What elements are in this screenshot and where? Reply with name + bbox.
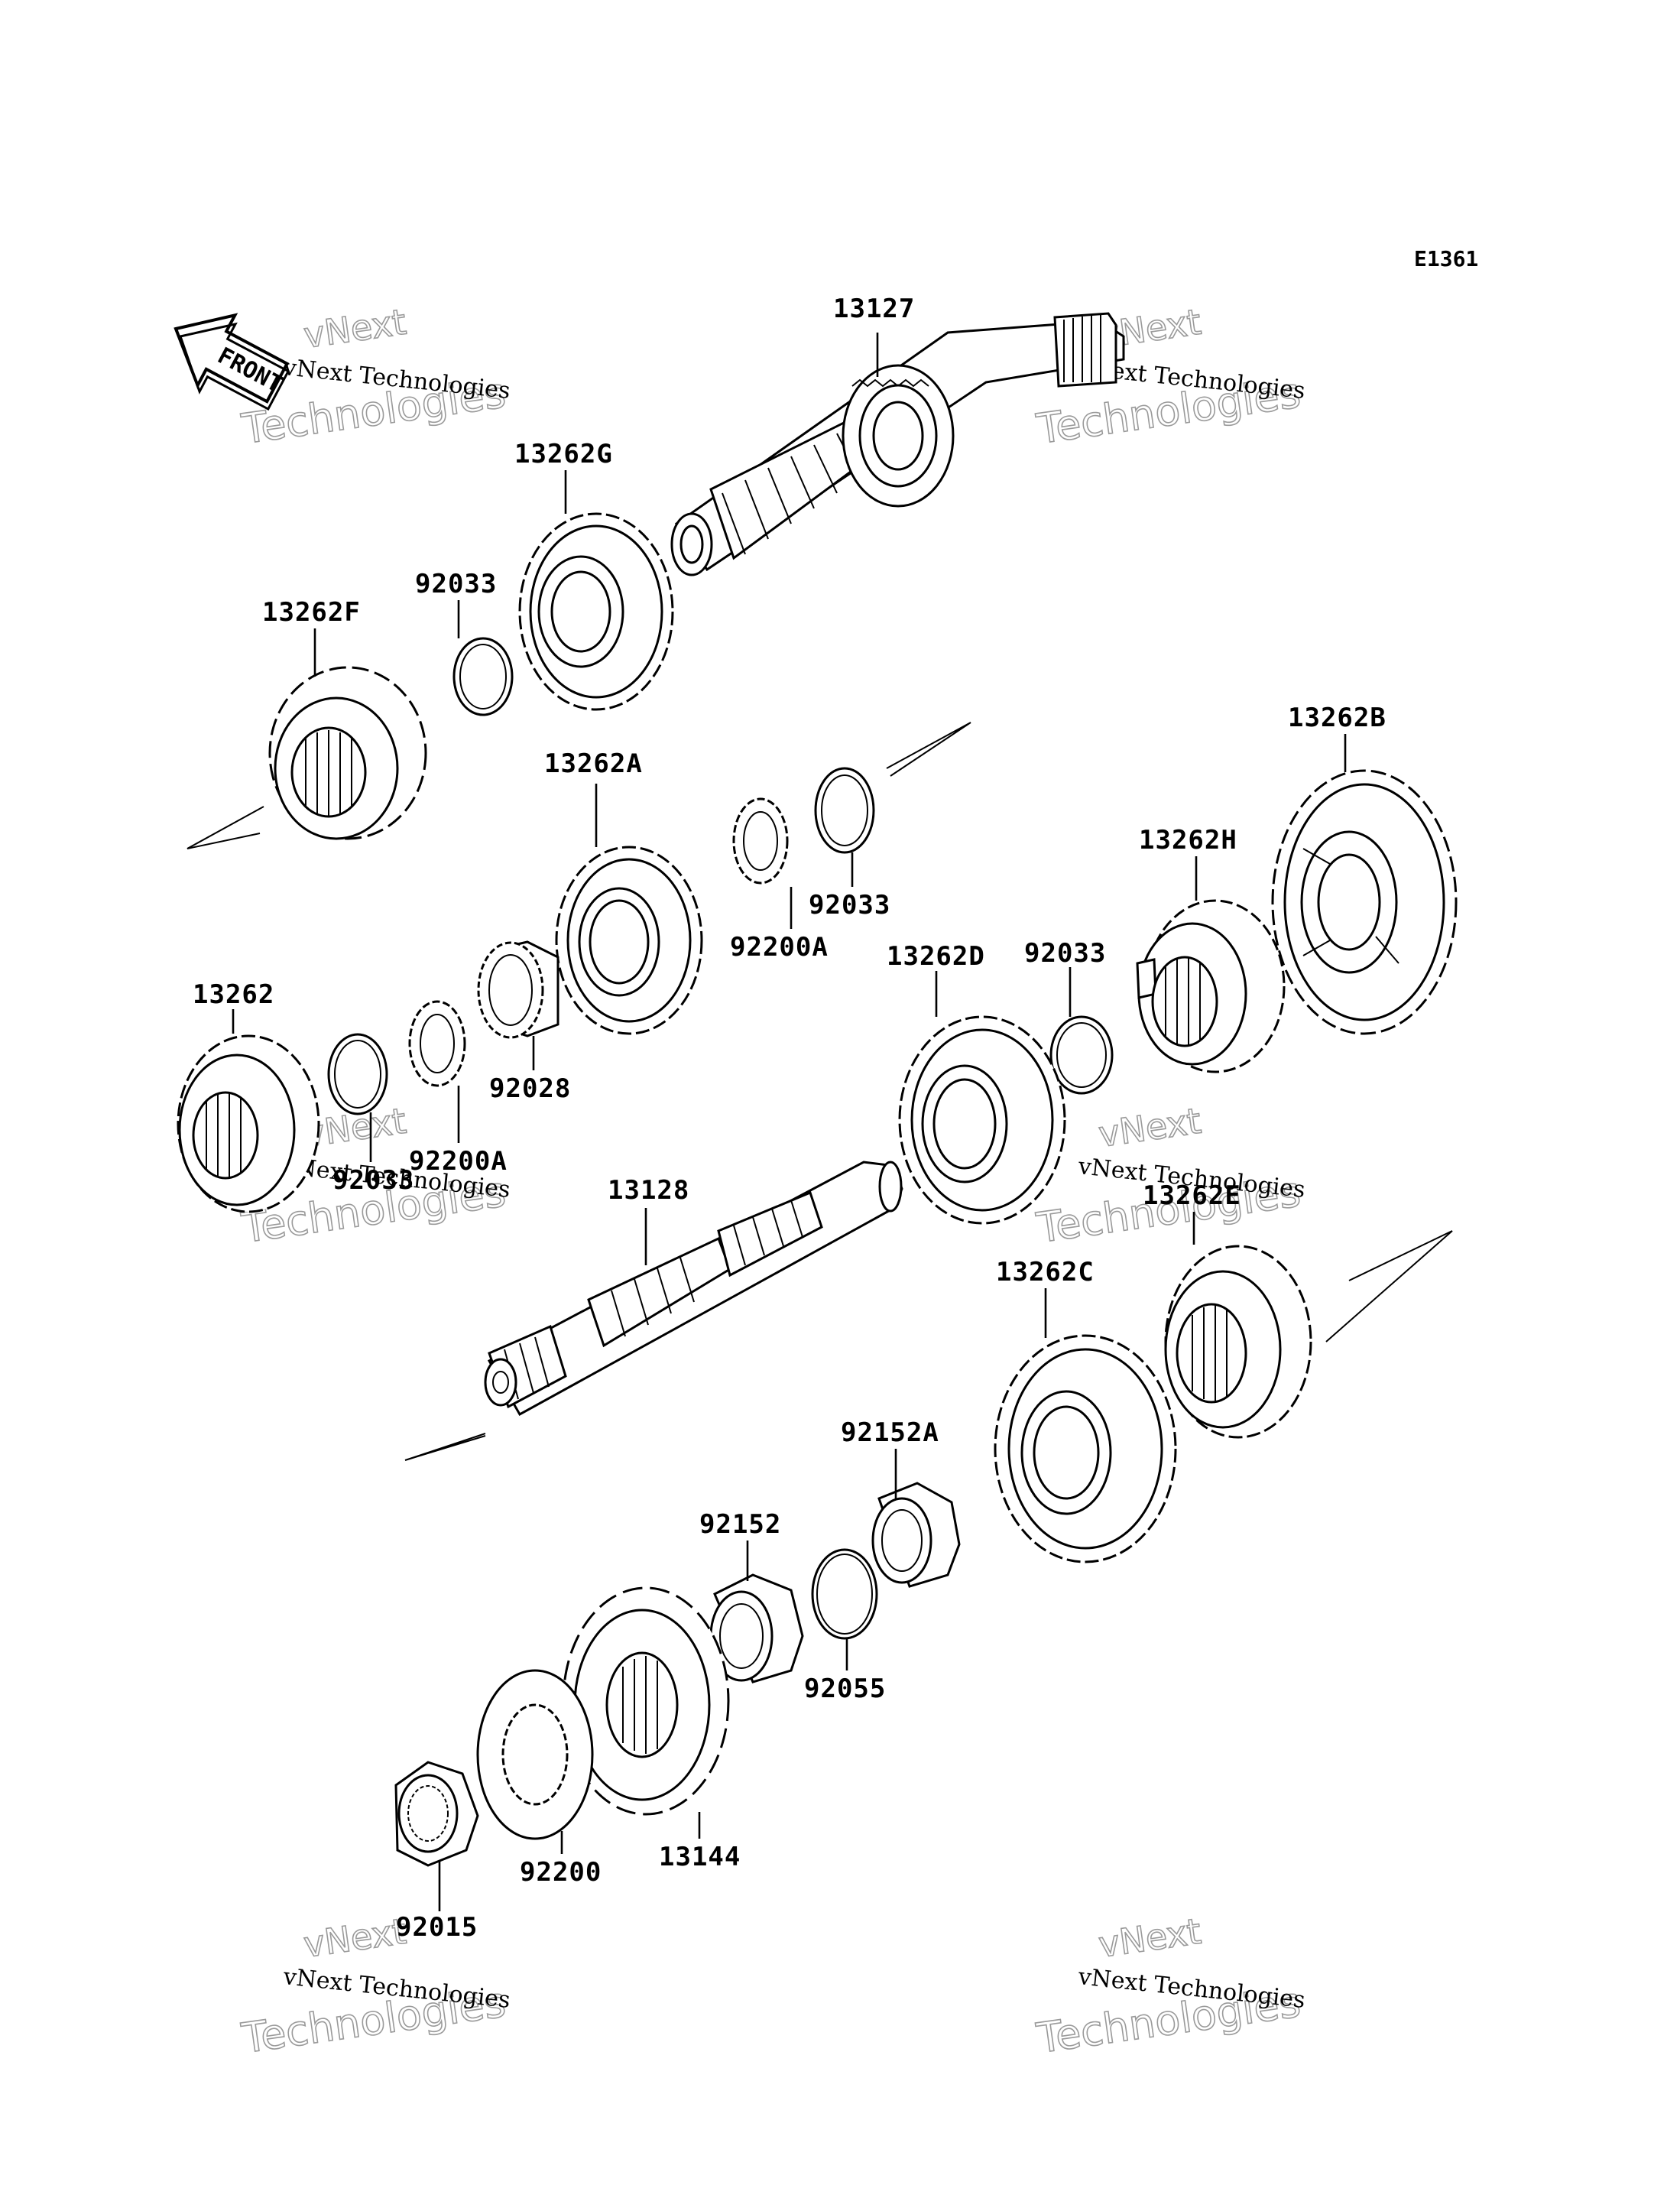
gear-13262C <box>994 1288 1177 1563</box>
washer-92200A-b <box>408 1000 466 1143</box>
label-92152: 92152 <box>699 1509 781 1540</box>
label-13127: 13127 <box>833 294 915 324</box>
gear-13262A <box>555 784 703 1035</box>
circlip-92033-b <box>814 767 875 887</box>
label-92028: 92028 <box>489 1073 571 1104</box>
label-92033-d: 92033 <box>332 1165 414 1196</box>
axis-lines <box>186 722 1453 1461</box>
oring-92055 <box>811 1548 878 1670</box>
label-13128: 13128 <box>608 1175 689 1206</box>
circlip-92033-d <box>327 1033 388 1162</box>
svg-text:vNext: vNext <box>301 301 409 356</box>
gear-13262 <box>177 1009 320 1213</box>
label-13144: 13144 <box>659 1842 741 1872</box>
label-13262D: 13262D <box>887 941 985 972</box>
label-13262E: 13262E <box>1143 1180 1241 1211</box>
label-92200: 92200 <box>520 1857 602 1888</box>
watermark-bottom-right: vNext Technologies vNext Technologies <box>1033 1910 1306 2063</box>
input-shaft-13127 <box>670 312 1125 576</box>
gear-13262G <box>518 470 674 711</box>
label-92055: 92055 <box>804 1674 886 1704</box>
output-shaft-13128 <box>484 1161 903 1417</box>
gear-13262D <box>898 971 1066 1225</box>
label-13262: 13262 <box>193 979 274 1010</box>
label-13262A: 13262A <box>544 748 643 779</box>
gear-13262F <box>268 628 427 840</box>
label-92033-c: 92033 <box>1024 938 1106 969</box>
circlip-92033-c <box>1049 967 1114 1095</box>
label-13262C: 13262C <box>996 1257 1095 1287</box>
bearing-92028 <box>477 940 559 1070</box>
label-92152A: 92152A <box>841 1417 939 1448</box>
label-92033-a: 92033 <box>415 569 497 599</box>
svg-text:vNext: vNext <box>301 1911 409 1966</box>
collar-92152A <box>871 1449 961 1588</box>
label-13262B: 13262B <box>1288 703 1386 733</box>
label-92033-b: 92033 <box>809 890 890 920</box>
svg-text:vNext: vNext <box>1096 1100 1204 1155</box>
gear-13262B <box>1271 734 1458 1035</box>
diagram-code: E1361 <box>1414 246 1478 271</box>
washer-92200 <box>476 1669 594 1854</box>
label-13262G: 13262G <box>514 439 613 469</box>
label-92200A-b: 92200A <box>409 1146 508 1177</box>
label-13262F: 13262F <box>262 597 361 628</box>
label-13262H: 13262H <box>1139 825 1237 855</box>
gear-13262H <box>1136 856 1286 1073</box>
sprocket-13144 <box>562 1586 730 1839</box>
circlip-92033-a <box>452 600 514 716</box>
svg-text:vNext: vNext <box>1096 1911 1204 1966</box>
nut-92015 <box>394 1761 479 1911</box>
collar-92152 <box>709 1541 804 1683</box>
gear-13262E <box>1164 1212 1312 1439</box>
label-92015: 92015 <box>396 1912 478 1943</box>
washer-92200A-a <box>732 797 793 929</box>
label-92200A-a: 92200A <box>730 932 829 963</box>
watermark-mid-right: vNext Technologies vNext Technologies <box>1033 1099 1306 1253</box>
